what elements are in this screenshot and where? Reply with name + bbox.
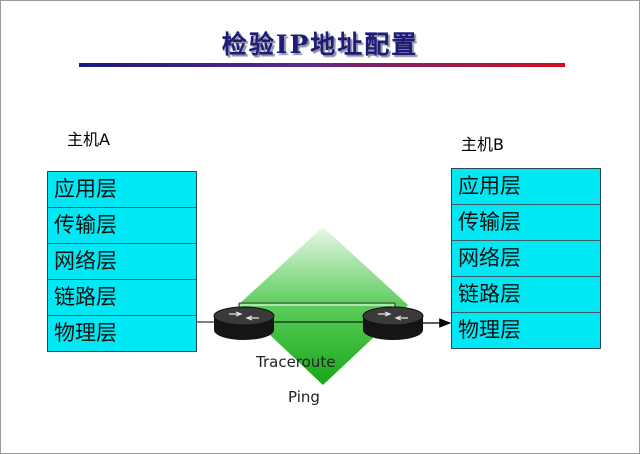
host-a-layer-network: 网络层 [48, 244, 196, 280]
host-b-layer-network: 网络层 [452, 241, 600, 277]
host-b-label: 主机B [461, 135, 504, 154]
host-b-layer-datalink: 链路层 [452, 277, 600, 313]
page-title: 检验IP地址配置 [221, 30, 419, 59]
ping-label: Ping [288, 388, 320, 406]
host-b-layer-physical: 物理层 [458, 318, 521, 342]
router-1-icon [213, 306, 275, 340]
host-a-layer-datalink: 链路层 [48, 280, 196, 316]
host-b-layer-application: 应用层 [452, 169, 600, 205]
host-a-label: 主机A [67, 130, 110, 149]
host-a-layer-application: 应用层 [48, 172, 196, 208]
host-b-layer-transport: 传输层 [452, 205, 600, 241]
path-diamond [238, 227, 408, 385]
router-2-icon [362, 306, 424, 340]
host-b-stack: 应用层 传输层 网络层 链路层 物理层 [451, 168, 601, 349]
host-a-layer-transport: 传输层 [48, 208, 196, 244]
host-a-layer-physical: 物理层 [54, 321, 117, 345]
title-underline [79, 63, 565, 67]
traceroute-label: Traceroute [256, 353, 336, 371]
host-a-stack: 应用层 传输层 网络层 链路层 物理层 [47, 171, 197, 352]
